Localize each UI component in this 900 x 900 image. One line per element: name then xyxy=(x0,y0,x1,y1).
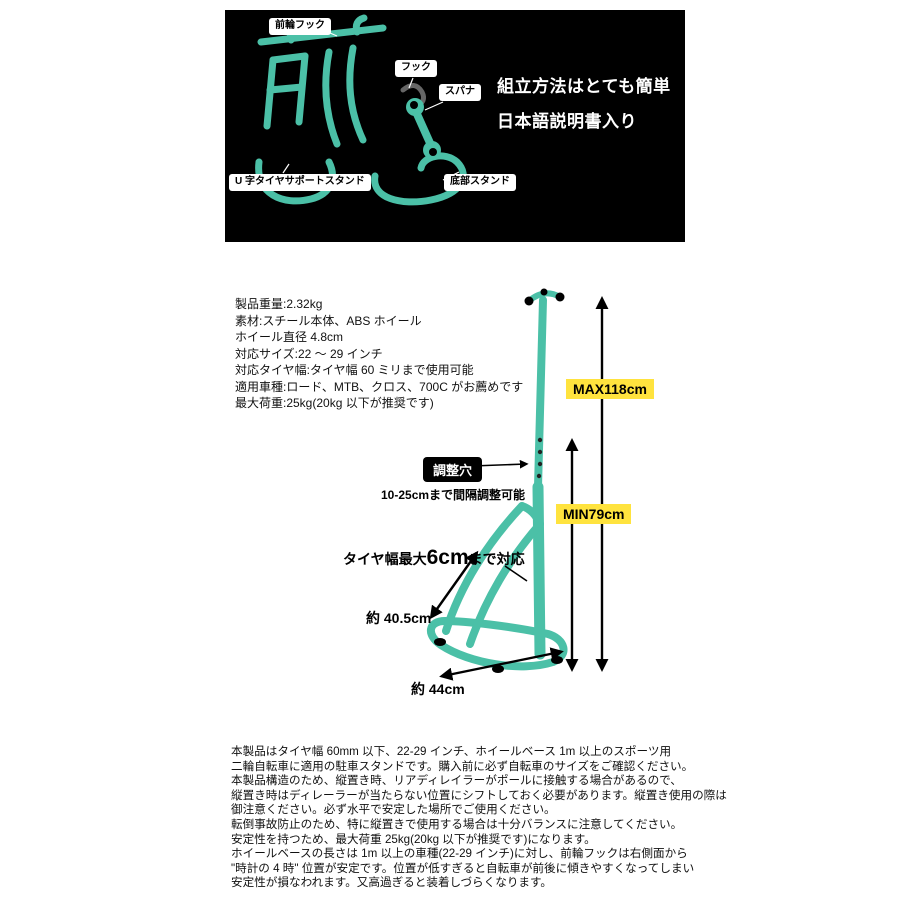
description-line: 本製品はタイヤ幅 60mm 以下、22-29 インチ、ホイールベース 1m 以上… xyxy=(231,745,672,758)
stand-dimension-diagram xyxy=(427,288,609,681)
spec-line-material: 素材:スチール本体、ABS ホイール xyxy=(235,313,422,328)
depth-dimension-label: 約 40.5cm xyxy=(366,610,432,626)
spec-line-max-load: 最大荷重:25kg(20kg 以下が推奨です) xyxy=(235,396,434,410)
adjust-hole-label: 調整穴 xyxy=(423,457,483,482)
top-hook-tips xyxy=(524,288,565,306)
label-front-wheel-hook: 前輪フック xyxy=(269,18,331,35)
label-bottom-stand: 底部スタンド xyxy=(444,174,516,191)
spec-line-tire-width: 対応タイヤ幅:タイヤ幅 60 ミリまで使用可能 xyxy=(235,363,474,377)
tire-note-suffix: まで対応 xyxy=(468,551,525,567)
description-line: 縦置き時はディレーラーが当たらない位置にシフトしておく必要があります。縦置き使用… xyxy=(231,788,727,802)
label-spanner: スパナ xyxy=(439,84,481,101)
description-line: 本製品構造のため、縦置き時、リアディレイラーがポールに接触する場合があるので、 xyxy=(231,774,682,788)
width-dimension-label: 約 44cm xyxy=(411,681,465,697)
description-line: 転倒事故防止のため、特に縦置きで使用する場合は十分バランスに注意してください。 xyxy=(231,817,683,831)
tire-width-note: タイヤ幅最大6cmまで対応 xyxy=(343,546,525,570)
assembly-heading-line2: 日本語説明書入り xyxy=(497,111,637,131)
spec-line-size: 対応サイズ:22 〜 29 インチ xyxy=(235,346,383,361)
label-hook: フック xyxy=(395,60,437,77)
description-line: 御注意ください。必ず水平で安定した場所でご使用ください。 xyxy=(231,803,556,817)
depth-arrow xyxy=(429,550,479,620)
parts-illustration xyxy=(255,14,467,206)
tire-note-prefix: タイヤ幅最大 xyxy=(343,551,427,567)
spec-line-weight: 製品重量:2.32kg xyxy=(235,297,323,311)
adjustment-holes xyxy=(536,437,543,479)
description-line: "時計の 4 時" 位置が安定です。位置が低すぎると自転車が前後に傾きやすくなっ… xyxy=(231,861,695,875)
description-line: ホイールベースの長さは 1m 以上の車種(22-29 インチ)に対し、前輪フック… xyxy=(231,847,688,861)
min-height-label: MIN79cm xyxy=(556,504,632,524)
label-u-tire-support: U 字タイヤサポートスタンド xyxy=(229,174,371,191)
description-line: 二輪自転車に適用の駐車スタンドです。購入前に必ず自転車のサイズをご確認ください。 xyxy=(231,759,694,773)
adjust-range-note: 10-25cmまで間隔調整可能 xyxy=(381,488,526,502)
description-line: 安定性を持つため、最大荷重 25kg(20kg 以下が推奨です)になります。 xyxy=(231,832,596,846)
parts-panel: 前輪フック フック スパナ U 字タイヤサポートスタンド 底部スタンド 組立方法… xyxy=(225,10,685,242)
spec-line-bike-types: 適用車種:ロード、MTB、クロス、700C がお薦めです xyxy=(235,379,524,394)
description-line: 安定性が損なわれます。又高過ぎると装着しづらくなります。 xyxy=(231,876,553,890)
product-description: 本製品はタイヤ幅 60mm 以下、22-29 インチ、ホイールベース 1m 以上… xyxy=(231,745,727,891)
width-arrow xyxy=(439,647,564,681)
max-height-label: MAX118cm xyxy=(566,379,654,399)
assembly-heading: 組立方法はとても簡単 日本語説明書入り xyxy=(497,70,671,140)
spec-list: 製品重量:2.32kg 素材:スチール本体、ABS ホイール ホイール直径 4.… xyxy=(235,296,523,412)
wrench-icon xyxy=(406,98,441,159)
dimension-arrows xyxy=(429,296,609,681)
assembly-heading-line1: 組立方法はとても簡単 xyxy=(497,77,671,96)
spec-line-wheel-diameter: ホイール直径 4.8cm xyxy=(235,330,344,344)
tire-note-size: 6cm xyxy=(426,546,469,569)
